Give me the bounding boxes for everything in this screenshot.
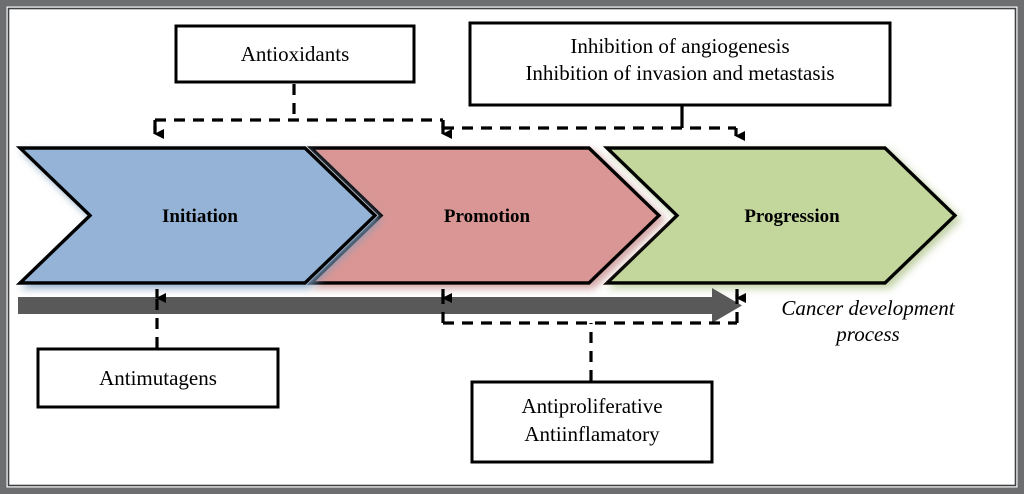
box-antiproliferative-label-line2: Antiinflamatory [524,422,660,446]
box-antioxidants-rect [174,24,416,84]
box-inhibition-rect [468,21,892,107]
stage-chevron-initiation[interactable]: Initiation [15,146,378,285]
stage-label-promotion: Promotion [444,206,531,227]
initiation-shape [15,146,378,285]
box-antiproliferative-label-line1: Antiproliferative [521,394,662,418]
box-antioxidants[interactable]: Antioxidants [174,24,416,84]
process-caption-line2: process [834,322,899,346]
stage-chevron-progression[interactable]: Progression [602,146,958,285]
promotion-shape [306,146,662,285]
box-antimutagens-rect [36,347,280,409]
box-inhibition-label-line1: Inhibition of angiogenesis [570,34,789,58]
progression-shape [602,146,958,285]
process-arrow-shape [18,288,742,323]
box-antiproliferative[interactable]: Antiproliferative Antiinflamatory [470,380,714,464]
box-inhibition-label-line2: Inhibition of invasion and metastasis [525,61,834,85]
box-antimutagens[interactable]: Antimutagens [36,347,280,409]
stage-label-initiation: Initiation [162,206,238,227]
figure-inner-frame [7,7,1017,487]
stage-chevron-promotion[interactable]: Promotion [306,146,662,285]
box-inhibition[interactable]: Inhibition of angiogenesis Inhibition of… [468,21,892,107]
stage-label-progression: Progression [744,206,840,227]
process-arrow [18,288,742,323]
box-antioxidants-label: Antioxidants [241,42,350,66]
box-antimutagens-label: Antimutagens [99,366,217,390]
process-caption-line1: Cancer development [781,296,955,320]
box-antiproliferative-rect [470,380,714,464]
